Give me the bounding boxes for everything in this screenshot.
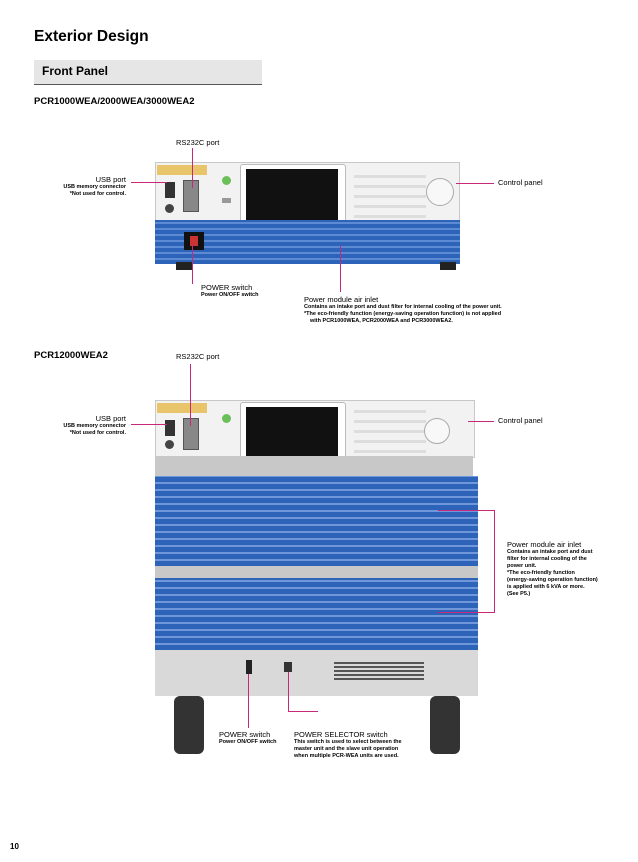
unit2-keypad	[354, 405, 426, 453]
unit2-gray-band	[155, 456, 473, 476]
unit2-vent-grille	[334, 660, 424, 680]
unit2-selector-label: POWER SELECTOR switch This switch is use…	[294, 730, 402, 760]
unit1-keypad	[354, 168, 426, 218]
unit1-usb-desc2: *Not used for control.	[69, 191, 126, 197]
unit2-air-desc2: filter for internal cooling of the	[507, 556, 587, 562]
output-led-icon	[222, 176, 231, 185]
unit2-air-title: Power module air inlet	[507, 540, 582, 549]
unit1-control-knob-icon	[426, 178, 454, 206]
unit2-selector-desc1: This switch is used to select between th…	[294, 739, 402, 745]
unit2-usb-port-icon	[165, 420, 175, 436]
unit1-power-label: POWER switch Power ON/OFF switch	[201, 283, 258, 299]
unit2-power-label: POWER switch Power ON/OFF switch	[219, 730, 276, 746]
unit1-foot-right-icon	[440, 262, 456, 270]
unit2-control-panel-label: Control panel	[498, 416, 543, 425]
unit1-usb-label: USB port USB memory connector *Not used …	[40, 175, 126, 198]
unit2-logo-icon	[157, 403, 207, 413]
unit2-selector-title: POWER SELECTOR switch	[294, 730, 388, 739]
unit2-rs232c-port-icon	[183, 418, 199, 450]
unit1-control-panel-label: Control panel	[498, 178, 543, 187]
unit1-power-desc: Power ON/OFF switch	[201, 292, 259, 298]
unit2-control-knob-icon	[424, 418, 450, 444]
unit2-air-desc5: (energy-saving operation function)	[507, 577, 598, 583]
unit2-usb-title: USB port	[95, 414, 126, 423]
unit2-usb-desc1: USB memory connector	[63, 423, 126, 429]
unit1-air-label: Power module air inlet Contains an intak…	[304, 295, 502, 325]
unit2-air-label: Power module air inlet Contains an intak…	[507, 540, 598, 598]
model-name-2: PCR12000WEA2	[34, 350, 108, 361]
unit2-usb-desc2: *Not used for control.	[69, 430, 126, 436]
model-name-1: PCR1000WEA/2000WEA/3000WEA2	[34, 96, 195, 107]
unit2-power-title: POWER switch	[219, 730, 271, 739]
unit2-selector-desc2: master unit and the slave unit operation	[294, 746, 399, 752]
unit1-power-rocker-icon	[190, 236, 198, 246]
unit1-foot-left-icon	[176, 262, 192, 270]
unit2-air-desc6: is applied with 6 kVA or more.	[507, 584, 585, 590]
unit1-rs232c-label: RS232C port	[176, 138, 220, 147]
unit1-usb-title: USB port	[95, 175, 126, 184]
unit1-air-desc1: Contains an intake port and dust filter …	[304, 304, 502, 310]
page-title: Exterior Design	[34, 28, 149, 45]
unit1-air-desc2: *The eco-friendly function (energy-savin…	[304, 311, 502, 317]
unit2-air-desc7: (See P5.)	[507, 591, 531, 597]
unit2-power-switch-icon	[246, 660, 252, 674]
usb-port-icon	[165, 182, 175, 198]
unit2-air-inlet-lower	[155, 578, 478, 650]
section-title: Front Panel	[42, 64, 109, 78]
rs232c-port-icon	[183, 180, 199, 212]
section-band: Front Panel	[34, 60, 262, 85]
unit2-caster-left-icon	[174, 696, 204, 754]
unit2-usb-knob-icon	[165, 440, 174, 449]
unit2-air-desc4: *The eco-friendly function	[507, 570, 575, 576]
usb-knob-icon	[165, 204, 174, 213]
unit2-lcd-screen	[246, 407, 338, 459]
unit2-separator	[155, 566, 478, 578]
unit1-key-icon	[222, 198, 231, 203]
unit1-lcd-screen	[246, 169, 338, 221]
unit2-rs232c-label: RS232C port	[176, 352, 220, 361]
unit1-logo-icon	[157, 165, 207, 175]
unit1-power-title: POWER switch	[201, 283, 253, 292]
unit2-usb-label: USB port USB memory connector *Not used …	[40, 414, 126, 437]
page-number: 10	[10, 842, 19, 851]
unit1-air-desc3: with PCR1000WEA, PCR2000WEA and PCR3000W…	[310, 318, 453, 324]
unit2-power-desc: Power ON/OFF switch	[219, 739, 277, 745]
unit2-caster-right-icon	[430, 696, 460, 754]
unit2-output-led-icon	[222, 414, 231, 423]
unit2-air-inlet-upper	[155, 476, 478, 566]
unit2-air-desc3: power unit.	[507, 563, 537, 569]
unit2-air-desc1: Contains an intake port and dust	[507, 549, 593, 555]
unit1-air-inlet	[155, 220, 460, 264]
unit2-base-panel	[155, 650, 478, 696]
unit1-air-title: Power module air inlet	[304, 295, 379, 304]
unit2-selector-switch-icon	[284, 662, 292, 672]
unit1-usb-desc1: USB memory connector	[63, 184, 126, 190]
unit2-selector-desc3: when multiple PCR-WEA units are used.	[294, 753, 399, 759]
